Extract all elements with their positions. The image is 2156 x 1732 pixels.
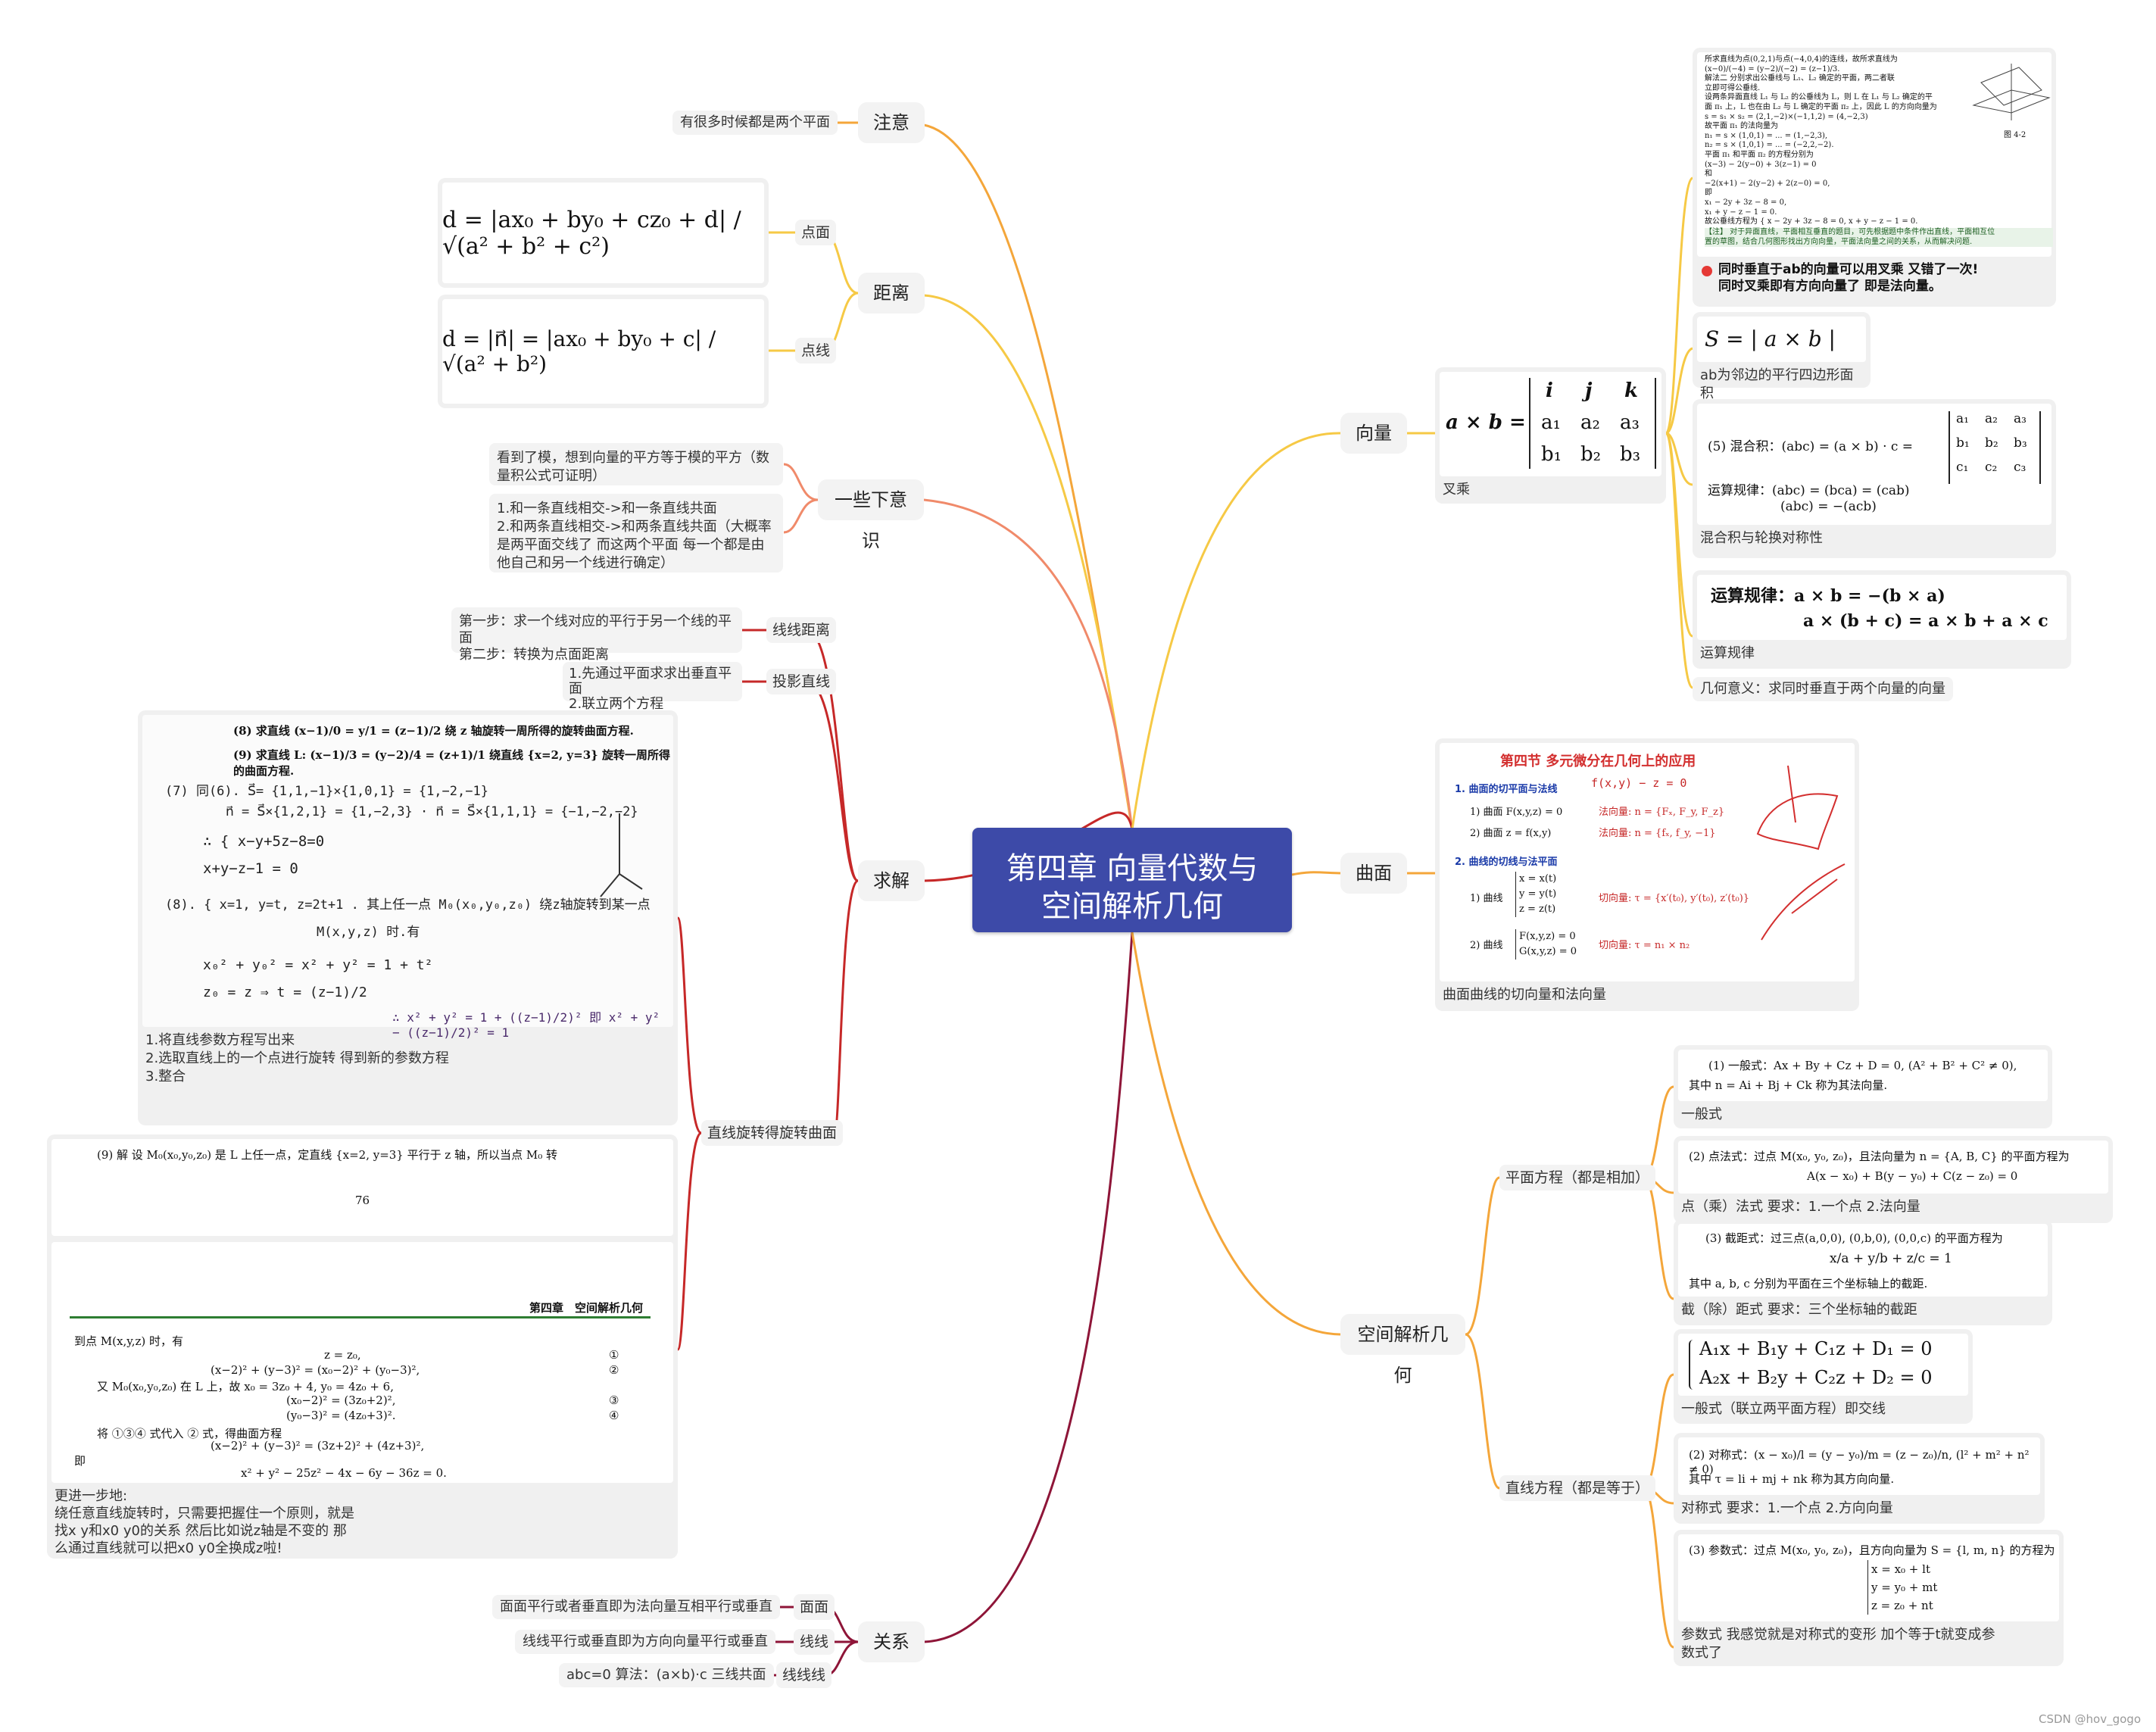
caption-rotation-principle: 更进一步地: 绕任意直线旋转时，只需要把握住一个原则，就是找x y和x0 y0的… xyxy=(55,1488,354,1556)
caption-plane-intercept: 截（除）距式 要求：三个坐标轴的截距 xyxy=(1681,1302,1917,1318)
caption-cross-rules: 运算规律 xyxy=(1700,645,1755,661)
formula-card-point-plane[interactable]: d = |ax₀ + by₀ + cz₀ + d| / √(a² + b² + … xyxy=(438,178,769,288)
card-line-symmetric[interactable]: (2) 对称式：(x − x₀)/l = (y − y₀)/m = (z − z… xyxy=(1674,1433,2045,1524)
image-rotation-handwritten: (8) 求直线 (x−1)/0 = y/1 = (z−1)/2 绕 z 轴旋转一… xyxy=(142,715,673,1040)
formula-point-plane: d = |ax₀ + by₀ + cz₀ + d| / √(a² + b² + … xyxy=(442,183,764,283)
leaf-relation-line[interactable]: 线线平行或垂直即为方向向量平行或垂直 xyxy=(515,1630,775,1654)
normal-tangent-sketch-icon xyxy=(1756,765,1846,941)
link-geometry xyxy=(1131,932,1341,1336)
leaf-awareness-modulus[interactable]: 看到了模，想到向量的平方等于模的平方（数量积公式可证明） xyxy=(489,443,783,485)
image-textbook-part1: (9) 解 设 M₀(x₀,y₀,z₀) 是 L 上任一点，定直线 {x=2, … xyxy=(51,1139,673,1236)
sub-relation-three-lines[interactable]: 线线线 xyxy=(776,1662,832,1688)
card-plane-point-normal[interactable]: (2) 点法式：过点 M(x₀, y₀, z₀)，且法向量为 n = {A, B… xyxy=(1674,1136,2113,1223)
leaf-geometric-meaning[interactable]: 几何意义：求同时垂直于两个向量的向量 xyxy=(1693,677,1953,701)
central-topic[interactable]: 第四章 向量代数与空间解析几何 xyxy=(972,828,1292,932)
card-vector-example[interactable]: 所求直线为点(0,2,1)与点(−4,0,4)的连线，故所求直线为(x−0)/(… xyxy=(1693,48,2056,307)
caption-cross-product: 叉乘 xyxy=(1443,482,1470,498)
sub-line-equation[interactable]: 直线方程（都是等于） xyxy=(1499,1475,1656,1501)
branch-vector[interactable]: 向量 xyxy=(1340,413,1407,454)
sub-line-distance[interactable]: 线线距离 xyxy=(766,617,837,643)
leaf-projection-line[interactable]: 1.先通过平面求求出垂直平面 2.联立两个方程 xyxy=(563,662,742,712)
caption-line-symmetric: 对称式 要求：1.一个点 2.方向向量 xyxy=(1681,1500,1893,1516)
sub-point-line[interactable]: 点线 xyxy=(795,338,837,364)
formula-cross-determinant: a × b = i j k a₁ a₂ a₃ b₁ b₂ b₃ xyxy=(1440,372,1661,476)
leaf-notice[interactable]: 有很多时候都是两个平面 xyxy=(672,111,838,135)
card-parallelogram-area[interactable]: S = | a × b | ab为邻边的平行四边形面积 xyxy=(1693,312,1871,401)
leaf-relation-plane[interactable]: 面面平行或者垂直即为法向量互相平行或垂直 xyxy=(492,1595,780,1619)
formula-plane-intercept: (3) 截距式：过三点(a,0,0), (0,b,0), (0,0,c) 的平面… xyxy=(1678,1224,2048,1297)
branch-relation[interactable]: 关系 xyxy=(858,1621,925,1662)
card-cross-product[interactable]: a × b = i j k a₁ a₂ a₃ b₁ b₂ b₃ 叉乘 xyxy=(1435,367,1666,504)
formula-card-point-line[interactable]: d = |n⃗| = |ax₀ + by₀ + c| / √(a² + b²) xyxy=(438,295,769,408)
param-system: x = x₀ + lt y = y₀ + mt z = z₀ + nt xyxy=(1867,1560,1937,1615)
branch-distance[interactable]: 距离 xyxy=(858,273,925,314)
sub-relation-line[interactable]: 线线 xyxy=(794,1629,835,1655)
caption-area: ab为邻边的平行四边形面积 xyxy=(1700,367,1854,401)
leaf-relation-three-lines[interactable]: abc=0 算法：(a×b)·c 三线共面 xyxy=(559,1663,774,1687)
leaf-line-distance[interactable]: 第一步：求一个线对应的平行于另一个线的平面 第二步：转换为点面距离 xyxy=(451,607,742,663)
link-relation xyxy=(923,932,1134,1643)
branch-awareness[interactable]: 一些下意识 xyxy=(818,479,924,551)
formula-plane-general: (1) 一般式：Ax + By + Cz + D = 0, (A² + B² +… xyxy=(1678,1050,2048,1101)
card-cross-rules[interactable]: 运算规律：a × b = −(b × a) a × (b + c) = a × … xyxy=(1693,570,2071,669)
example-note: 【注】 对于异面直线，平面相互垂直的题目，可先根据题中条件作出直线，平面相互位置… xyxy=(1705,228,2053,248)
card-surface-tangent[interactable]: 第四节 多元微分在几何上的应用 1. 曲面的切平面与法线 1) 曲面 F(x,y… xyxy=(1435,738,1859,1011)
caption-mixed-product: 混合积与轮换对称性 xyxy=(1700,530,1823,546)
vector-example-note: 同时垂直于ab的向量可以用叉乘 又错了一次! 同时叉乘即有方向向量了 即是法向量… xyxy=(1697,257,2051,299)
branch-space-geometry[interactable]: 空间解析几何 xyxy=(1340,1314,1465,1386)
image-common-perpendicular-example: 所求直线为点(0,2,1)与点(−4,0,4)的连线，故所求直线为(x−0)/(… xyxy=(1697,52,2053,257)
formula-line-general: A₁x + B₁y + C₁z + D₁ = 0 A₂x + B₂y + C₂z… xyxy=(1678,1334,1968,1396)
caption-rotation-steps: 1.将直线参数方程写出来 2.选取直线上的一个点进行旋转 得到新的参数方程 3.… xyxy=(145,1032,449,1084)
caption-plane-general: 一般式 xyxy=(1681,1106,1722,1122)
sub-point-plane[interactable]: 点面 xyxy=(795,220,837,245)
formula-line-parametric: (3) 参数式：过点 M(x₀, y₀, z₀)，且方向向量为 S = {l, … xyxy=(1678,1534,2059,1621)
link-surface xyxy=(1291,871,1341,876)
sub-plane-equation[interactable]: 平面方程（都是相加） xyxy=(1499,1165,1656,1191)
caption-surface: 曲面曲线的切向量和法向量 xyxy=(1443,987,1606,1003)
sub-projection-line[interactable]: 投影直线 xyxy=(766,669,837,694)
caption-plane-point-normal: 点（乘）法式 要求：1.一个点 2.法向量 xyxy=(1681,1199,1920,1215)
sub-rotation-surface[interactable]: 直线旋转得旋转曲面 xyxy=(701,1120,844,1146)
watermark: CSDN @hov_gogo xyxy=(2039,1712,2141,1726)
axes-sketch-icon xyxy=(600,813,643,897)
curve-param-system: x = x(t)y = y(t)z = z(t) xyxy=(1515,872,1556,917)
image-textbook-part2: 第四章 空间解析几何 到点 M(x,y,z) 时，有 z = z₀, (x−2)… xyxy=(51,1242,673,1483)
card-rotation-textbook[interactable]: (9) 解 设 M₀(x₀,y₀,z₀) 是 L 上任一点，定直线 {x=2, … xyxy=(47,1134,678,1559)
example-text: 所求直线为点(0,2,1)与点(−4,0,4)的连线，故所求直线为(x−0)/(… xyxy=(1705,55,1937,226)
formula-cross-rules: 运算规律：a × b = −(b × a) a × (b + c) = a × … xyxy=(1697,575,2067,640)
link-distance xyxy=(923,294,1134,830)
link-vector xyxy=(1131,432,1341,830)
link-awareness xyxy=(923,498,1134,830)
card-line-parametric[interactable]: (3) 参数式：过点 M(x₀, y₀, z₀)，且方向向量为 S = {l, … xyxy=(1674,1530,2064,1666)
card-mixed-product[interactable]: (5) 混合积：(abc) = (a × b) · c = a₁ a₂ a₃ b… xyxy=(1693,399,2056,558)
branch-surface[interactable]: 曲面 xyxy=(1340,853,1407,894)
branch-solve[interactable]: 求解 xyxy=(858,860,925,901)
formula-mixed-product: (5) 混合积：(abc) = (a × b) · c = a₁ a₂ a₃ b… xyxy=(1697,404,2051,525)
card-plane-intercept[interactable]: (3) 截距式：过三点(a,0,0), (0,b,0), (0,0,c) 的平面… xyxy=(1674,1219,2052,1325)
card-line-general[interactable]: A₁x + B₁y + C₁z + D₁ = 0 A₂x + B₂y + C₂z… xyxy=(1674,1329,1973,1424)
caption-line-general: 一般式（联立两平面方程）即交线 xyxy=(1681,1401,1886,1417)
card-plane-general[interactable]: (1) 一般式：Ax + By + Cz + D = 0, (A² + B² +… xyxy=(1674,1045,2052,1128)
textbook-rule xyxy=(70,1316,651,1319)
caption-line-parametric: 参数式 我感觉就是对称式的变形 加个等于t就变成参数式了 xyxy=(1681,1627,1995,1661)
branch-notice[interactable]: 注意 xyxy=(858,102,925,143)
leaf-awareness-coplanar[interactable]: 1.和一条直线相交->和一条直线共面 2.和两条直线相交->和两条直线共面（大概… xyxy=(489,494,783,573)
formula-plane-point-normal: (2) 点法式：过点 M(x₀, y₀, z₀)，且法向量为 n = {A, B… xyxy=(1678,1141,2108,1194)
sub-relation-plane[interactable]: 面面 xyxy=(794,1594,835,1620)
formula-point-line: d = |n⃗| = |ax₀ + by₀ + c| / √(a² + b²) xyxy=(442,299,764,404)
card-rotation-handwritten[interactable]: (8) 求直线 (x−1)/0 = y/1 = (z−1)/2 绕 z 轴旋转一… xyxy=(138,710,678,1125)
planes-figure-icon xyxy=(1972,64,2051,120)
image-surface-tangent: 第四节 多元微分在几何上的应用 1. 曲面的切平面与法线 1) 曲面 F(x,y… xyxy=(1440,743,1855,981)
red-dot-icon xyxy=(1702,266,1712,276)
formula-area: S = | a × b | xyxy=(1697,317,1866,362)
link-notice xyxy=(923,123,1134,830)
formula-line-symmetric: (2) 对称式：(x − x₀)/l = (y − y₀)/m = (z − z… xyxy=(1678,1437,2040,1495)
